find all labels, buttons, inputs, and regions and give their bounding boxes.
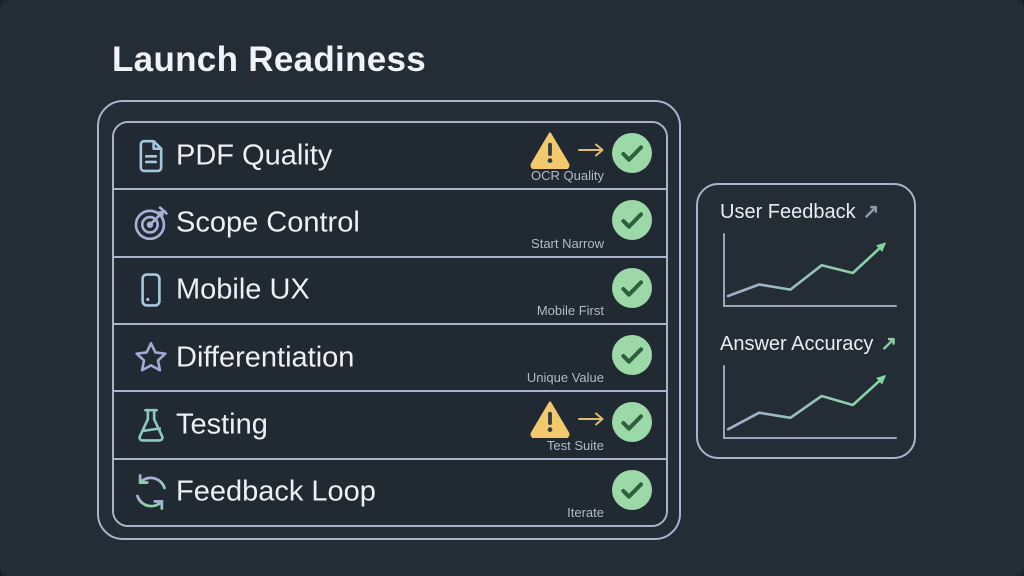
chart-axes [723, 365, 897, 439]
chart-axes [723, 233, 897, 307]
row-note: Unique Value [526, 370, 604, 386]
chart-title-text: Answer Accuracy [720, 333, 874, 355]
row-note: Test Suite [546, 437, 604, 453]
checklist-row-mobile-ux: Mobile UX Mobile First [114, 257, 666, 325]
trend-up-icon: ↗ [880, 333, 898, 355]
check-icon [612, 133, 652, 173]
answer-accuracy-chart-title: Answer Accuracy ↗ [720, 331, 897, 356]
row-note: Mobile First [536, 302, 604, 318]
target-icon [130, 202, 172, 244]
row-label: PDF Quality [176, 139, 333, 172]
warning-icon [528, 129, 572, 169]
user-feedback-chart-title: User Feedback ↗ [720, 199, 879, 224]
row-label: Scope Control [176, 206, 360, 239]
trend-line [726, 374, 887, 431]
checklist-row-scope-control: Scope Control Start Narrow [114, 190, 666, 258]
row-label: Mobile UX [176, 273, 310, 306]
star-icon [130, 337, 172, 379]
row-label: Testing [176, 408, 268, 441]
user-feedback-chart [723, 233, 897, 307]
check-icon [612, 334, 652, 375]
answer-accuracy-chart [723, 365, 897, 439]
row-label: Differentiation [176, 341, 355, 374]
check-icon [612, 402, 652, 443]
arrow-right-icon [576, 142, 606, 158]
checklist-row-testing: Testing [114, 392, 666, 460]
checklist-row-differentiation: Differentiation Unique Value [114, 324, 666, 393]
row-note: OCR Quality [531, 168, 604, 184]
arrow-right-icon [576, 411, 606, 427]
check-icon [612, 267, 652, 308]
check-icon [612, 200, 652, 241]
warning-icon [528, 398, 572, 439]
trend-line [726, 242, 887, 298]
metrics-panel: User Feedback ↗ Answer Accuracy ↗ [696, 183, 916, 459]
checklist-row-pdf-quality: PDF Quality [114, 123, 666, 191]
row-note: Start Narrow [531, 235, 604, 251]
refresh-icon [130, 471, 172, 513]
document-icon [130, 135, 172, 177]
chart-title-text: User Feedback [720, 201, 856, 223]
checklist: PDF Quality [112, 121, 668, 527]
row-note: Iterate [567, 504, 604, 520]
page-title: Launch Readiness [112, 40, 427, 79]
smartphone-icon [130, 269, 172, 311]
flask-icon [130, 404, 172, 446]
checklist-row-feedback-loop: Feedback Loop Iterate [114, 459, 666, 525]
readiness-checklist-card: PDF Quality [97, 100, 681, 540]
trend-up-icon: ↗ [862, 201, 880, 223]
check-icon [612, 469, 652, 510]
row-label: Feedback Loop [176, 475, 376, 508]
